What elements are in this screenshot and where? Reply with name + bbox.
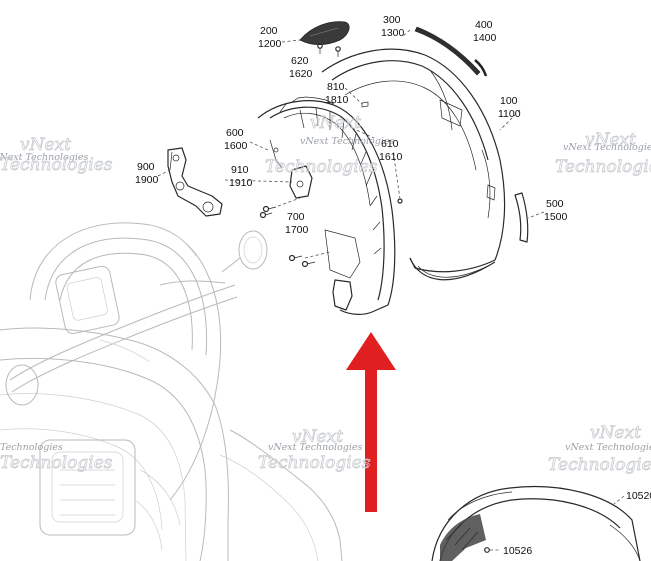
part-200-bracket xyxy=(299,21,350,57)
vehicle-ghost-drawing xyxy=(0,222,343,561)
label-1810: 1810 xyxy=(325,94,349,106)
label-1910: 1910 xyxy=(229,177,253,189)
label-400: 400 xyxy=(475,19,493,31)
watermark-outline-line2: Technologies xyxy=(548,455,651,475)
part-300-trim-strip xyxy=(401,26,481,76)
label-610: 610 xyxy=(381,138,399,150)
watermark-outline-line1: vNext xyxy=(20,135,71,155)
part-810-fastener xyxy=(361,101,369,108)
part-500-trim xyxy=(514,192,529,243)
watermark-outline-line2: Technologies xyxy=(265,157,378,177)
leader-lines xyxy=(157,39,625,505)
label-910: 910 xyxy=(231,164,249,176)
watermark-outline-line1: vNext xyxy=(310,113,361,133)
label-1700: 1700 xyxy=(285,224,309,236)
watermark-outline-line2: Technologies xyxy=(258,453,371,473)
part-number-labels: 200 1200 300 1300 400 1400 620 1620 810 … xyxy=(135,14,651,557)
label-300: 300 xyxy=(383,14,401,26)
label-700: 700 xyxy=(287,211,305,223)
part-610-screw xyxy=(351,127,403,204)
red-direction-arrow xyxy=(346,332,396,512)
label-1200: 1200 xyxy=(258,38,282,50)
watermark-text: vNext Technologies xyxy=(300,136,394,147)
part-600-inner-liner xyxy=(257,96,396,315)
part-900-bracket xyxy=(167,147,223,217)
label-1600: 1600 xyxy=(224,140,248,152)
label-1100: 1100 xyxy=(498,108,521,120)
label-810: 810 xyxy=(327,81,345,93)
watermark-outline-line1: vNext xyxy=(590,423,641,443)
watermark-text: vNext Technologies xyxy=(563,142,651,153)
part-400-accent-strip xyxy=(474,59,488,77)
label-1620: 1620 xyxy=(289,68,313,80)
label-100: 100 xyxy=(500,95,518,107)
label-200: 200 xyxy=(260,25,278,37)
label-620: 620 xyxy=(291,55,309,67)
watermark-text: vNext Technologies xyxy=(0,152,88,163)
watermark-outline-line2: Technologies xyxy=(0,453,113,473)
label-900: 900 xyxy=(137,161,155,173)
watermark-outline-line1: vNext xyxy=(585,130,636,150)
part-100-outer-panel xyxy=(321,48,506,281)
label-1900: 1900 xyxy=(135,174,159,186)
label-500: 500 xyxy=(546,198,564,210)
watermark-text: vNext Technologies xyxy=(268,442,362,453)
watermarks: vNext Technologies vNext Technologies vN… xyxy=(0,113,651,476)
watermark-outline-line2: Technologies xyxy=(0,155,113,175)
label-1500: 1500 xyxy=(544,211,568,223)
watermark-outline-line1: vNext xyxy=(292,427,343,447)
label-10526: 10526 xyxy=(503,545,532,557)
label-1610: 1610 xyxy=(379,151,403,163)
watermark-text: vNext Technologies xyxy=(565,442,651,453)
inset-fender-drawing xyxy=(431,485,641,561)
watermark-text: Technologies xyxy=(0,442,63,453)
label-1300: 1300 xyxy=(381,27,405,39)
part-700-bolts xyxy=(259,197,331,268)
watermark-outline-line2: Technologies xyxy=(555,157,651,177)
label-600: 600 xyxy=(226,127,244,139)
label-1400: 1400 xyxy=(473,32,497,44)
label-10520: 10520 xyxy=(626,490,651,502)
